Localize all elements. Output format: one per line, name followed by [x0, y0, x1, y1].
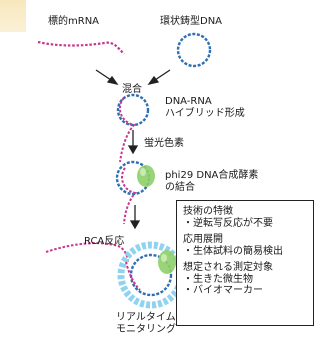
circular-dna [176, 32, 212, 68]
rca-enzyme-blob [158, 250, 176, 274]
targets-item: ・バイオマーカー [183, 285, 263, 296]
features-title: 技術の特徴 [183, 206, 233, 217]
hybrid-rna-strand [118, 97, 136, 163]
applications-title: 応用展開 [183, 234, 223, 245]
arrow-down [129, 205, 141, 230]
realtime-label-line2: モニタリング [116, 324, 176, 335]
enzyme-rna-strand [121, 167, 137, 225]
hybrid-label-line2: ハイブリッド形成 [165, 108, 245, 119]
info-box: 技術の特徴 ・逆転写反応が不要 応用展開 ・生体試料の簡易検出 想定される測定対… [176, 200, 314, 326]
mix-arrows [95, 69, 171, 86]
target-mrna-label: 標的mRNA [48, 16, 100, 27]
enzyme-label-line1: phi29 DNA合成酵素 [165, 170, 259, 181]
mix-label: 混合 [122, 84, 142, 95]
mrna-strand [37, 40, 125, 55]
realtime-label-line1: リアルタイム [116, 312, 176, 323]
corner-accent [0, 0, 26, 32]
enzyme-blob [137, 165, 155, 187]
applications-item: ・生体試料の簡易検出 [183, 245, 283, 257]
rca-label: RCA反応 [84, 236, 125, 247]
hybrid-label-line1: DNA-RNA [165, 96, 212, 107]
arrow-down [127, 130, 139, 155]
fluorescent-dye-label: 蛍光色素 [144, 138, 184, 149]
targets-item: ・生きた微生物 [183, 273, 253, 285]
targets-title: 想定される測定対象 [183, 262, 273, 273]
features-item: ・逆転写反応が不要 [183, 217, 273, 229]
enzyme-label-line2: の結合 [165, 182, 195, 193]
circular-dna-label: 環状鋳型DNA [160, 16, 223, 27]
